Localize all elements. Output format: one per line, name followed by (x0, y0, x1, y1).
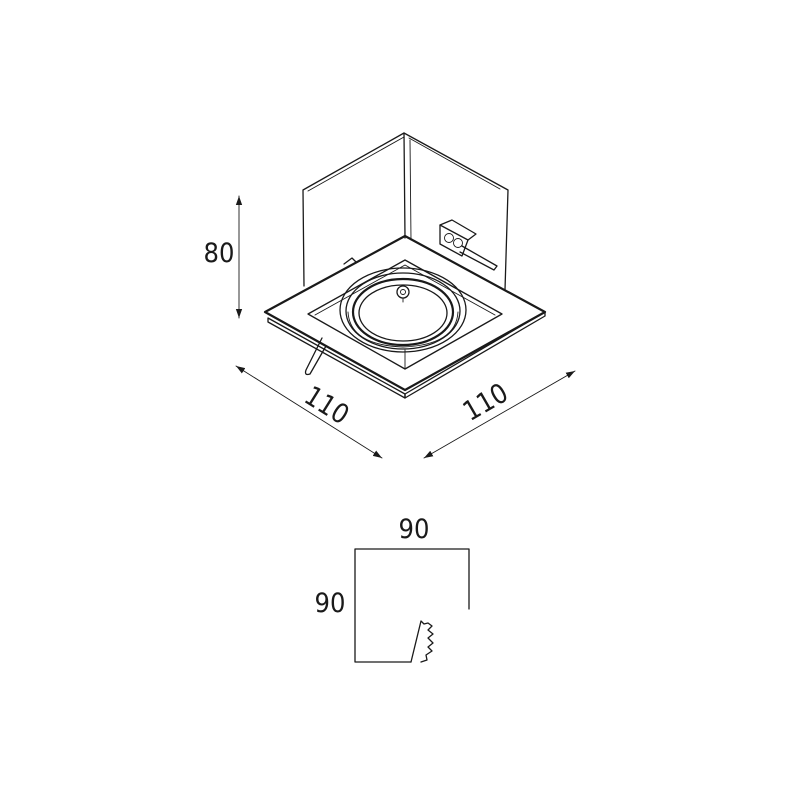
terminal-block (439, 219, 498, 271)
dimension-length-left: 110 (235, 365, 383, 459)
inner-recess (307, 259, 503, 370)
dimension-length-right: 110 (423, 370, 576, 459)
lamp-gimbal (339, 267, 467, 353)
dimension-height-label: 80 (204, 238, 235, 269)
lamp-pin (396, 285, 410, 303)
dimension-length-right-label: 110 (458, 378, 514, 428)
cutout-diagram: 90 90 (315, 514, 470, 663)
downlight-isometric-view (263, 132, 547, 399)
housing-box (302, 132, 509, 291)
cutout-width-label: 90 (399, 514, 430, 545)
dimension-length-left-label: 110 (299, 380, 355, 431)
cutout-height-label: 90 (315, 588, 346, 619)
dimension-height: 80 (204, 195, 243, 319)
